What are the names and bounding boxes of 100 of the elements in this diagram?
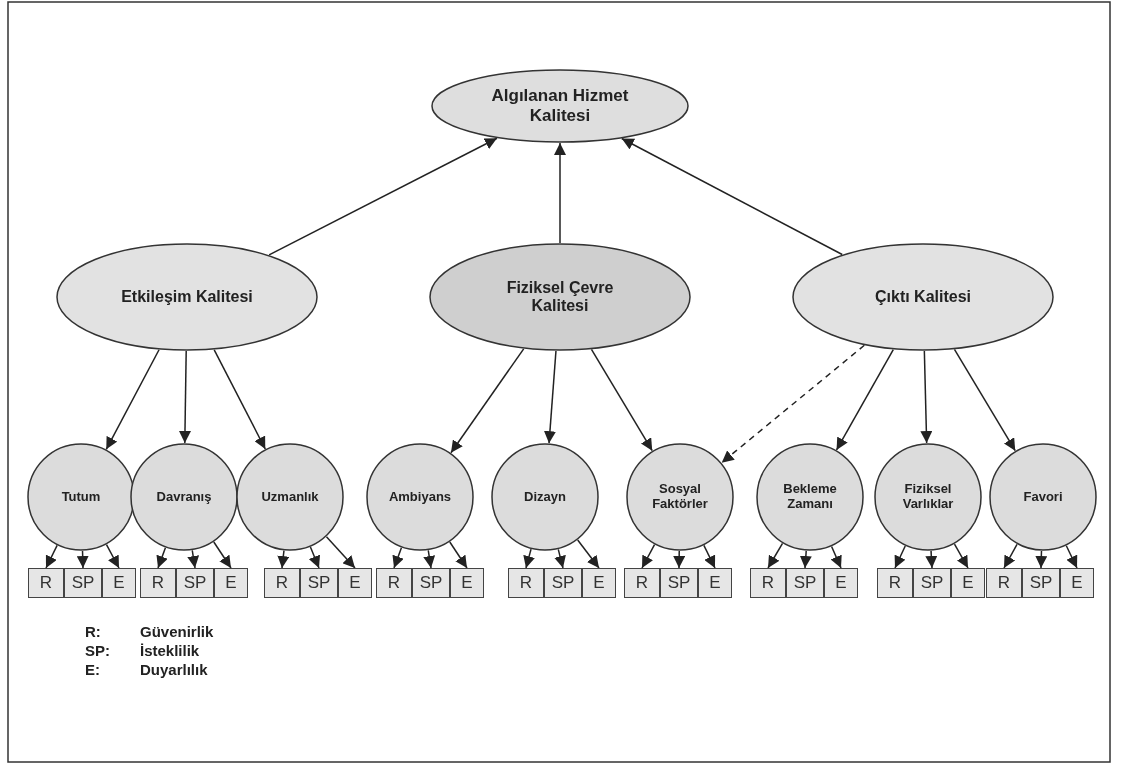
construct-label: Etkileşim Kalitesi bbox=[121, 287, 253, 307]
arrow bbox=[308, 546, 320, 569]
arrow bbox=[641, 543, 656, 569]
arrow bbox=[673, 550, 686, 569]
arrow bbox=[45, 544, 58, 569]
indicator-box bbox=[28, 568, 64, 598]
arrow bbox=[830, 545, 842, 569]
indicator-label: SP bbox=[551, 573, 575, 593]
arrow bbox=[213, 349, 267, 450]
arrow bbox=[799, 550, 812, 569]
indicator-label: SP bbox=[307, 573, 331, 593]
indicator-label: R bbox=[888, 573, 902, 593]
arrow bbox=[76, 550, 89, 569]
construct-label: Bekleme Zamanı bbox=[782, 482, 838, 512]
construct-ellipse bbox=[366, 443, 474, 551]
indicator-label: R bbox=[275, 573, 289, 593]
arrow bbox=[392, 546, 404, 569]
arrow bbox=[920, 350, 933, 444]
legend-description: İsteklilik bbox=[140, 642, 200, 659]
indicator-box bbox=[951, 568, 985, 598]
indicator-label: SP bbox=[667, 573, 691, 593]
indicator-label: E bbox=[593, 573, 605, 593]
indicator-label: E bbox=[835, 573, 847, 593]
arrow bbox=[187, 549, 200, 569]
indicator-box bbox=[508, 568, 544, 598]
arrow bbox=[543, 350, 557, 444]
construct-ellipse bbox=[130, 443, 238, 551]
legend-description: Duyarlılık bbox=[140, 661, 208, 678]
arrow bbox=[925, 550, 938, 569]
indicator-box bbox=[176, 568, 214, 598]
indicator-box bbox=[338, 568, 372, 598]
indicator-box bbox=[64, 568, 102, 598]
indicator-box bbox=[986, 568, 1022, 598]
construct-label: Fiziksel Varlıklar bbox=[901, 482, 955, 512]
indicator-box bbox=[544, 568, 582, 598]
arrow bbox=[554, 142, 566, 244]
construct-ellipse bbox=[27, 443, 135, 551]
arrow bbox=[423, 549, 436, 569]
arrow bbox=[767, 542, 784, 569]
arrow bbox=[268, 137, 498, 256]
construct-ellipse bbox=[429, 243, 691, 351]
construct-label: Çıktı Kalitesi bbox=[875, 287, 971, 307]
arrow bbox=[1035, 550, 1048, 569]
construct-ellipse bbox=[874, 443, 982, 551]
arrow bbox=[156, 546, 168, 569]
indicator-label: E bbox=[962, 573, 974, 593]
construct-ellipse bbox=[756, 443, 864, 551]
construct-ellipse bbox=[989, 443, 1097, 551]
indicator-label: R bbox=[761, 573, 775, 593]
indicator-box bbox=[624, 568, 660, 598]
indicator-label: SP bbox=[920, 573, 944, 593]
construct-label: Davranış bbox=[156, 489, 212, 505]
construct-ellipse bbox=[491, 443, 599, 551]
legend-key: SP: bbox=[85, 642, 110, 659]
arrow bbox=[703, 544, 716, 569]
construct-ellipse bbox=[626, 443, 734, 551]
construct-label: Dizayn bbox=[524, 489, 566, 505]
arrow bbox=[449, 541, 468, 569]
arrow bbox=[835, 348, 895, 451]
indicator-box bbox=[102, 568, 136, 598]
arrow bbox=[179, 350, 191, 444]
indicator-label: SP bbox=[71, 573, 95, 593]
arrow bbox=[1065, 544, 1078, 569]
construct-ellipse bbox=[236, 443, 344, 551]
arrow bbox=[277, 549, 290, 569]
arrow bbox=[621, 137, 843, 256]
construct-label: Sosyal Faktörler bbox=[651, 482, 709, 512]
indicator-box bbox=[1060, 568, 1094, 598]
indicator-label: R bbox=[997, 573, 1011, 593]
indicator-label: R bbox=[635, 573, 649, 593]
construct-ellipse bbox=[431, 69, 689, 143]
indicator-label: SP bbox=[183, 573, 207, 593]
indicator-label: R bbox=[519, 573, 533, 593]
construct-label: Fiziksel Çevre Kalitesi bbox=[505, 278, 615, 316]
indicator-label: SP bbox=[419, 573, 443, 593]
legend-key: E: bbox=[85, 661, 100, 678]
indicator-box bbox=[824, 568, 858, 598]
arrow bbox=[105, 349, 160, 451]
indicator-label: E bbox=[113, 573, 125, 593]
arrow bbox=[554, 548, 566, 569]
indicator-box bbox=[140, 568, 176, 598]
indicator-box bbox=[300, 568, 338, 598]
indicator-box bbox=[264, 568, 300, 598]
indicator-label: R bbox=[39, 573, 53, 593]
indicator-box bbox=[214, 568, 248, 598]
construct-ellipse bbox=[56, 243, 318, 351]
indicator-box bbox=[376, 568, 412, 598]
indicator-label: E bbox=[709, 573, 721, 593]
arrow bbox=[720, 344, 866, 464]
arrow bbox=[590, 348, 653, 452]
indicator-box bbox=[1022, 568, 1060, 598]
construct-label: Uzmanlık bbox=[261, 489, 319, 505]
indicator-box bbox=[660, 568, 698, 598]
indicator-box bbox=[786, 568, 824, 598]
indicator-box bbox=[450, 568, 484, 598]
indicator-box bbox=[913, 568, 951, 598]
indicator-box bbox=[750, 568, 786, 598]
arrow bbox=[953, 348, 1016, 452]
indicator-box bbox=[877, 568, 913, 598]
legend-key: R: bbox=[85, 623, 101, 640]
